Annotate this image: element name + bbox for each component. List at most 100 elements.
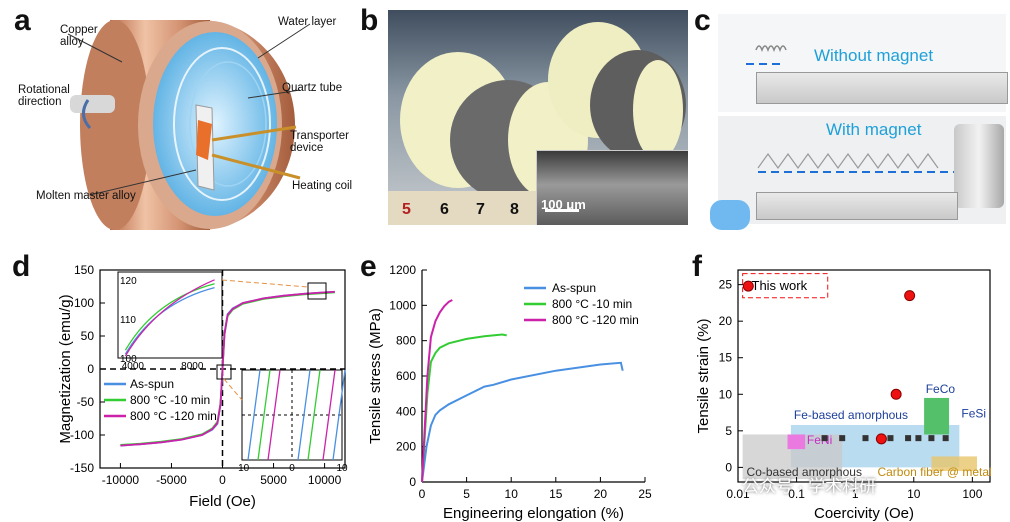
x-tick-label: 100 — [962, 487, 982, 501]
panel-a: a Copper alloy Rotatio — [0, 0, 372, 240]
x-tick-label: 5 — [463, 487, 470, 501]
y-tick-label: 800 — [396, 334, 416, 348]
region-label-fesi: FeSi — [961, 407, 986, 421]
region-feni — [787, 434, 806, 450]
callout-rotational-direction: Rotational direction — [18, 84, 70, 108]
inset-bottom-loop-line — [297, 369, 311, 461]
x-tick-label: 15 — [549, 487, 563, 501]
callout-quartz-tube: Quartz tube — [282, 82, 343, 94]
zoom-link-top — [221, 279, 309, 288]
x-tick-label: 5000 — [260, 473, 287, 487]
legend-label-1: As-spun — [552, 281, 596, 295]
y-tick-label: 5 — [725, 424, 732, 438]
literature-point — [942, 435, 949, 442]
magnet-photo-bottom: With magnet — [718, 116, 1006, 224]
callout-transporter-device: Transporter device — [290, 130, 350, 154]
region-label-fe-based: Fe-based amorphous — [794, 408, 908, 422]
inset-bottom-loop-line — [247, 369, 261, 461]
steel-ruler-bottom — [756, 192, 958, 220]
y-tick-label: 100 — [74, 296, 94, 310]
y-tick-label: 20 — [719, 314, 733, 328]
literature-point — [915, 435, 922, 442]
x-tick-label: -5000 — [156, 473, 187, 487]
this-work-point — [904, 290, 916, 302]
inset-top-x-tick-label: 8000 — [181, 361, 204, 372]
legend-label-3: 800 °C -120 min — [130, 409, 217, 423]
ruler-tick: 8 — [510, 201, 519, 218]
inset-bottom-x-tick-label: 10 — [336, 463, 348, 474]
zoom-box-top — [307, 282, 327, 300]
panel-label-f: f — [692, 250, 702, 283]
ruler-tick: 5 — [402, 201, 411, 218]
legend-label-2: 800 °C -10 min — [552, 297, 632, 311]
caption-with-magnet: With magnet — [826, 120, 922, 139]
literature-point — [928, 435, 935, 442]
magnet-cylinder — [954, 124, 1004, 208]
literature-point — [905, 435, 912, 442]
region-label-co-based: Co-based amorphous — [747, 465, 862, 479]
region-label-feni: FeNi — [807, 433, 832, 447]
y-tick-label: 0 — [725, 460, 732, 474]
panel-label-c: c — [694, 4, 711, 37]
glove-left — [710, 200, 750, 230]
zoom-link-bottom — [223, 378, 243, 401]
literature-point — [887, 435, 894, 442]
callout-copper-alloy: Copper alloy — [60, 24, 98, 48]
y-tick-label: 200 — [396, 440, 416, 454]
y-tick-label: 1200 — [389, 263, 416, 277]
scale-bar — [545, 209, 579, 212]
literature-point — [821, 435, 828, 442]
x-tick-label: 25 — [638, 487, 652, 501]
y-tick-label: 50 — [81, 329, 95, 343]
y-tick-label: -50 — [77, 395, 95, 409]
y-axis-label: Tensile stress (MPa) — [367, 308, 384, 444]
sem-inset: 100 μm — [536, 150, 688, 225]
x-axis-label: Engineering elongation (%) — [443, 505, 624, 522]
ruler-tick: 6 — [440, 201, 449, 218]
this-work-point — [890, 388, 902, 400]
region-label-feco: FeCo — [926, 382, 956, 396]
inset-top-y-tick-label: 110 — [120, 315, 136, 326]
x-tick-label: 1 — [852, 487, 859, 501]
wire-spool-photo: 5 6 7 8 9 100 μm — [388, 10, 688, 225]
callout-molten-master-alloy: Molten master alloy — [36, 190, 136, 202]
y-tick-label: 10 — [719, 387, 733, 401]
panel-label-d: d — [12, 250, 31, 283]
magnet-photo-top: Without magnet — [718, 14, 1008, 112]
y-axis-label: Tensile strain (%) — [695, 318, 712, 433]
panel-label-e: e — [360, 250, 377, 283]
x-tick-label: 10 — [907, 487, 921, 501]
y-tick-label: 25 — [719, 278, 733, 292]
x-tick-label: 0.01 — [726, 487, 750, 501]
scale-bar-label: 100 μm — [541, 197, 586, 212]
inset-bottom-loop-line — [322, 369, 336, 461]
panel-label-a: a — [14, 4, 31, 37]
inset-bottom-loop-line — [257, 369, 271, 461]
series-line-1 — [421, 361, 624, 483]
legend-box — [742, 273, 829, 299]
y-tick-label: 150 — [74, 263, 94, 277]
y-tick-label: 15 — [719, 351, 733, 365]
inset-bottom-x-tick-label: 0 — [289, 463, 295, 474]
callout-heating-coil: Heating coil — [292, 180, 353, 192]
inset-top-y-tick-label: 120 — [120, 276, 137, 287]
y-tick-label: 0 — [87, 362, 94, 376]
y-tick-label: 400 — [396, 404, 416, 418]
literature-point — [839, 435, 846, 442]
plot-frame — [737, 269, 991, 483]
legend-label-2: 800 °C -10 min — [130, 393, 210, 407]
region-carbon-fiber — [931, 456, 978, 472]
inset-top-line-3 — [124, 279, 215, 357]
inset-top-y-tick-label: 100 — [120, 354, 137, 365]
inset-bottom-loop-line — [332, 369, 346, 461]
inset-top-line-2 — [124, 283, 215, 351]
region-feco — [924, 397, 950, 435]
steel-ruler-top — [756, 72, 1008, 104]
zoom-box-bottom — [216, 364, 232, 380]
x-tick-label: -10000 — [102, 473, 140, 487]
